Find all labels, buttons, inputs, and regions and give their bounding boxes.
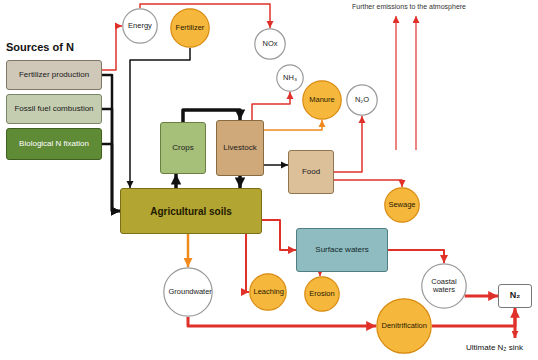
box-label: N₂ [510, 291, 521, 301]
flow-arrow [264, 164, 288, 166]
flow-arrow [334, 116, 362, 172]
circle-label: Manure [309, 96, 334, 104]
box-label: Biological N fixation [19, 140, 89, 149]
photo-box: Food [288, 150, 334, 194]
connectors [102, 4, 515, 326]
flow-arrow [174, 174, 178, 188]
circle-label: NOx [263, 40, 278, 48]
flow-circle: N₂O [346, 84, 378, 116]
circle-shape [277, 65, 303, 91]
flow-arrow [264, 120, 322, 130]
circle-label: Erosion [309, 290, 334, 298]
flow-circle: Groundwater [163, 267, 213, 317]
flow-arrow [102, 144, 120, 211]
emission-line [415, 16, 416, 150]
sink-box: N₂ [498, 284, 532, 308]
flow-circle: Coastal waters [421, 263, 467, 309]
circle-shape [123, 9, 157, 43]
circle-label: Fertilizer [176, 24, 205, 32]
flow-arrow [465, 295, 498, 298]
circle-shape [250, 274, 286, 310]
circle-label: Coastal waters [426, 278, 462, 295]
flow-arrow [319, 272, 321, 276]
circle-label: NH₃ [283, 74, 297, 82]
process-circle: Fertilizer [170, 8, 210, 48]
flow-arrow [188, 317, 376, 326]
circle-shape [347, 85, 377, 115]
flow-arrow [262, 220, 296, 250]
flow-arrow [102, 109, 120, 211]
flow-arrow [238, 176, 242, 188]
circle-shape [255, 29, 285, 59]
circle-shape [377, 299, 431, 353]
process-circle: Manure [302, 80, 342, 120]
circle-label: Groundwater [169, 288, 208, 296]
soil-box: Agricultural soils [120, 188, 262, 234]
process-circle: Denitrification [376, 298, 432, 354]
flow-arrow [334, 180, 402, 187]
diagram-title: Sources of N [6, 41, 74, 53]
flow-circle: Energy [122, 8, 158, 44]
circle-label: Leaching [254, 288, 283, 296]
flow-arrow [246, 234, 249, 292]
box-label: Livestock [223, 144, 256, 153]
flow-arrow [102, 26, 122, 70]
box-label: Crops [172, 144, 193, 153]
box-label: Fossil fuel combustion [14, 105, 93, 114]
box-label: Food [302, 168, 320, 177]
flow-arrow [388, 250, 444, 263]
circle-shape [422, 264, 466, 308]
circle-shape [164, 268, 212, 316]
process-circle: Sewage [384, 187, 420, 223]
circle-shape [305, 277, 339, 311]
emission-line [395, 16, 396, 150]
source-box: Fossil fuel combustion [6, 94, 102, 124]
circle-shape [171, 9, 209, 47]
box-label: Agricultural soils [150, 206, 232, 217]
box-label: Fertilizer production [19, 71, 89, 80]
circle-shape [385, 188, 419, 222]
photo-box: Livestock [216, 120, 264, 176]
flow-arrow [187, 234, 190, 267]
process-circle: Erosion [304, 276, 340, 312]
circle-label: N₂O [355, 96, 369, 104]
flow-arrow [432, 308, 515, 326]
flow-arrow [102, 75, 120, 211]
water-box: Surface waters [296, 228, 388, 272]
photo-box: Crops [160, 122, 206, 174]
source-box: Biological N fixation [6, 128, 102, 160]
circle-label: Sewage [388, 201, 415, 209]
flow-arrow [252, 92, 290, 120]
circle-label: Denitrification [382, 322, 427, 330]
process-circle: Leaching [249, 273, 287, 311]
flow-circle: NH₃ [276, 64, 304, 92]
annotation-label: Ultimate N₂ sink [466, 344, 523, 353]
annotation-label: Further emissions to the atmosphere [352, 3, 466, 11]
source-box: Fertilizer production [6, 60, 102, 90]
flow-circle: NOx [254, 28, 286, 60]
circle-shape [303, 81, 341, 119]
circle-label: Energy [128, 22, 152, 30]
box-label: Surface waters [315, 246, 368, 255]
